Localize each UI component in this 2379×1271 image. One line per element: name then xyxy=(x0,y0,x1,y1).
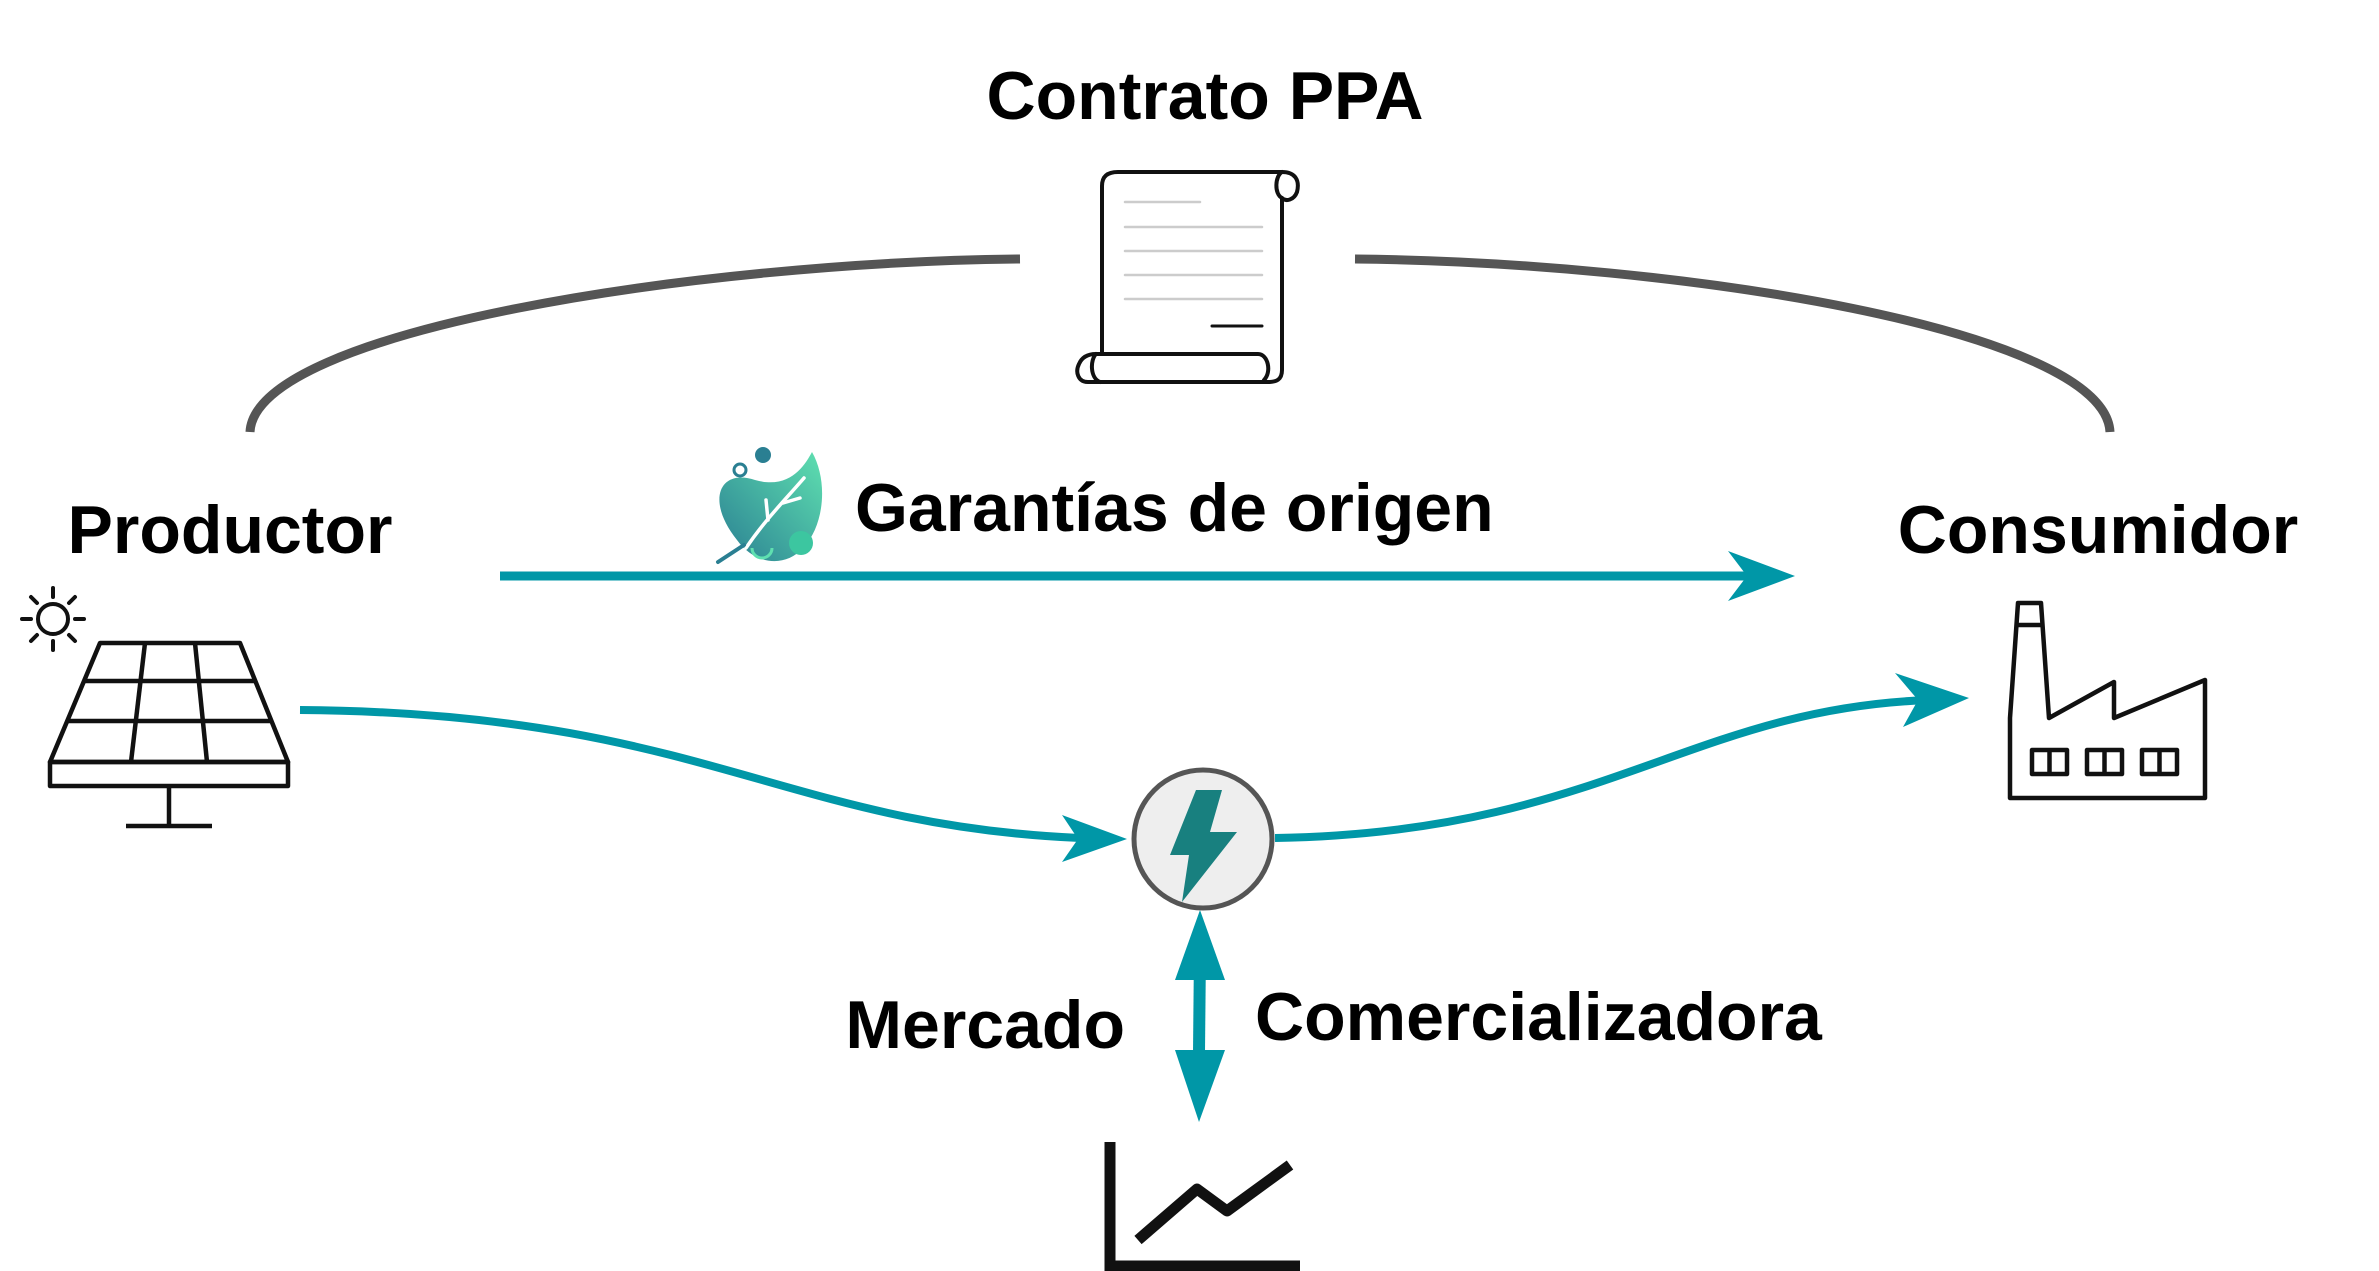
contract-arc-left xyxy=(245,254,1021,433)
consumer-label: Consumidor xyxy=(1898,492,2298,568)
lightning-bolt-icon[interactable] xyxy=(1131,767,1275,911)
line-chart-icon xyxy=(1104,1142,1300,1271)
solar-panel-icon xyxy=(47,640,291,829)
guarantees-label: Garantías de origen xyxy=(855,470,1494,546)
contract-title: Contrato PPA xyxy=(987,58,1424,134)
factory-icon xyxy=(2007,600,2208,801)
green-leaf-icon xyxy=(716,447,823,564)
producer-to-hub-arrow xyxy=(299,706,1127,862)
producer-label: Productor xyxy=(68,492,393,568)
market-double-arrow xyxy=(1175,910,1225,1122)
document-scroll-icon xyxy=(1075,170,1300,384)
contract-arc-right xyxy=(1354,254,2115,433)
guarantees-arrow xyxy=(500,551,1795,601)
sun-icon xyxy=(20,586,86,652)
retailer-label: Comercializadora xyxy=(1255,979,1823,1055)
hub-to-consumer-arrow xyxy=(1274,673,1969,842)
market-label: Mercado xyxy=(845,987,1125,1063)
